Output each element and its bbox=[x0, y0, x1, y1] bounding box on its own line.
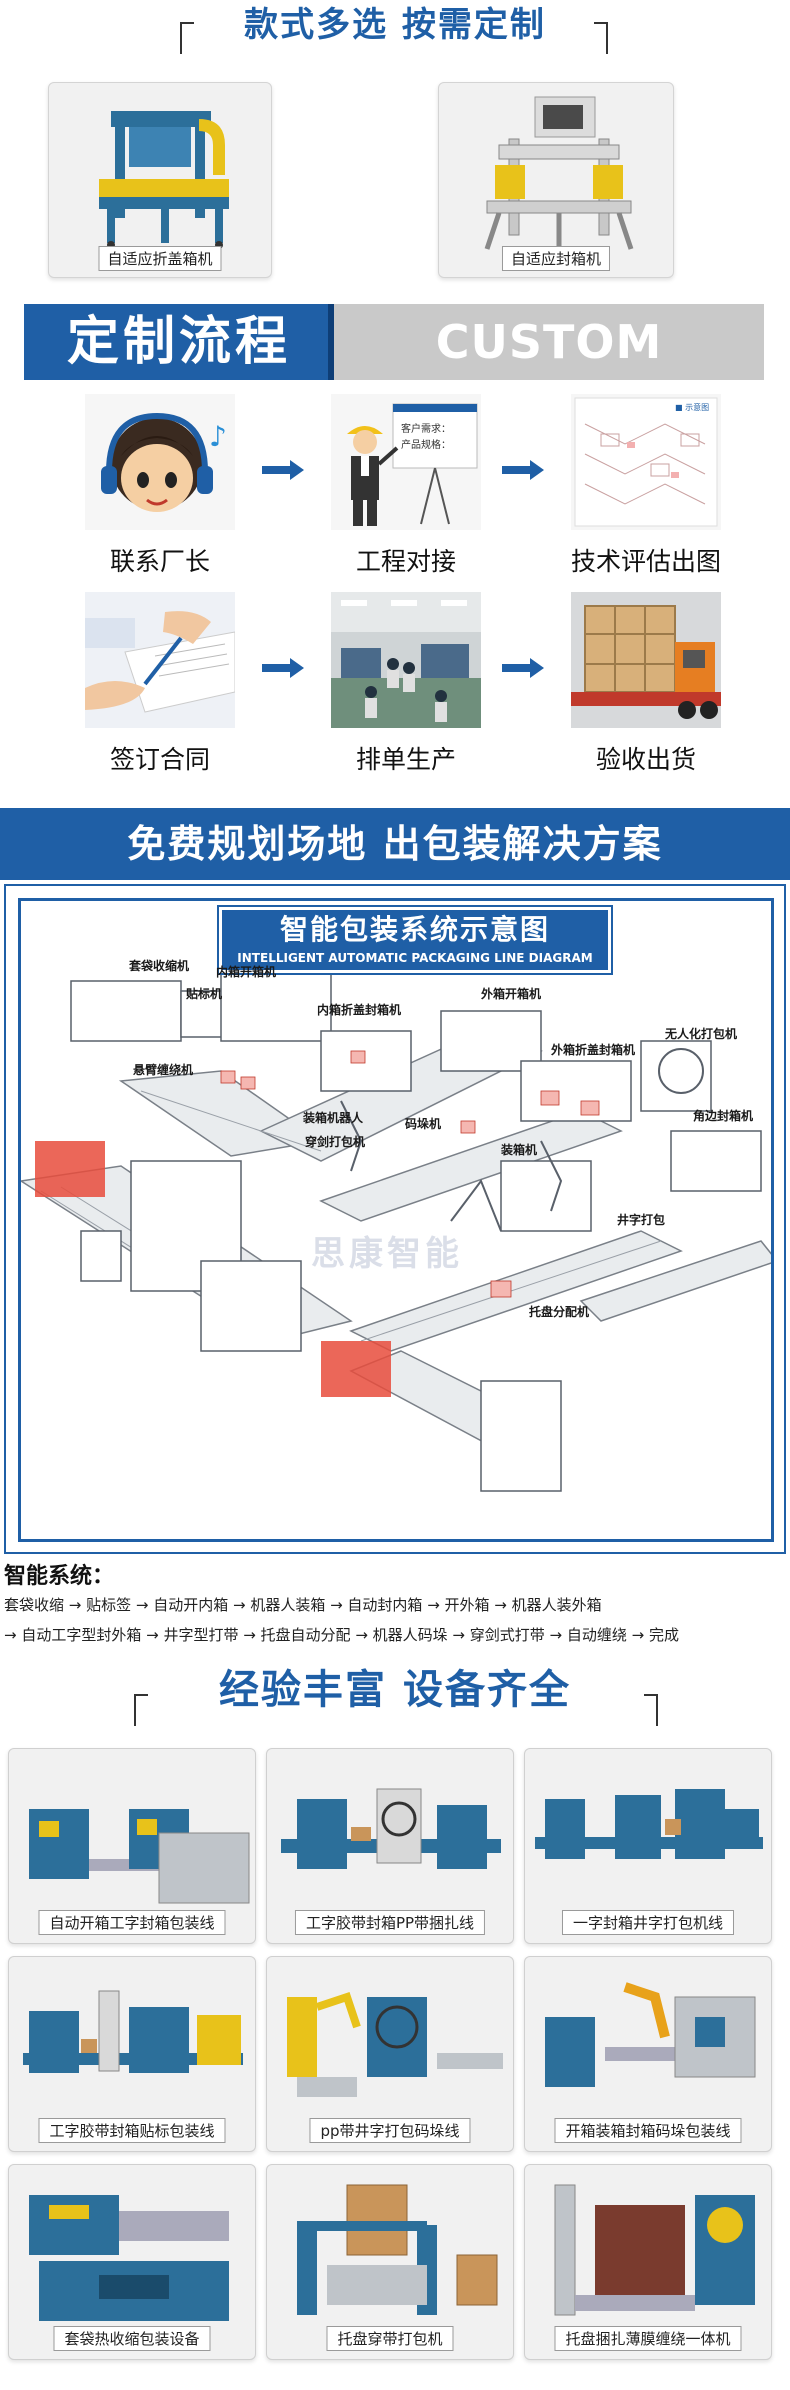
process-step-evaluation: ■ 示意图 技术评估出图 bbox=[556, 394, 736, 578]
process-step-contract: 签订合同 bbox=[70, 592, 250, 776]
label-inner-fold-seal: 内箱折盖封箱机 bbox=[317, 1003, 402, 1017]
section-title: 经验丰富 设备齐全 bbox=[219, 1667, 571, 1713]
equipment-caption: 自动开箱工字封箱包装线 bbox=[38, 1910, 226, 1935]
banner-divider bbox=[328, 304, 334, 380]
shipping-crate-icon bbox=[571, 592, 721, 728]
system-title: 智能系统： bbox=[4, 1564, 115, 1589]
custom-process-title-cn-text: 定制流程 bbox=[66, 312, 291, 372]
label-unmanned-wrap: 无人化打包机 bbox=[665, 1027, 738, 1041]
label-pallet-dispenser: 托盘分配机 bbox=[529, 1305, 590, 1319]
engineer-presentation-icon: 客户需求： 产品规格： bbox=[331, 394, 481, 530]
equipment-card-1[interactable]: 自动开箱工字封箱包装线 bbox=[8, 1748, 256, 1944]
technical-drawing-icon: ■ 示意图 bbox=[571, 394, 721, 530]
label-inner-open: 内箱开箱机 bbox=[216, 965, 277, 979]
board-line-1: 客户需求： bbox=[401, 422, 451, 435]
equipment-image bbox=[535, 1789, 763, 1859]
headset-avatar-icon: ♪ bbox=[85, 394, 235, 530]
process-step-production: 排单生产 bbox=[316, 592, 496, 776]
label-robot-packer: 装箱机器人 bbox=[303, 1111, 364, 1125]
label-thread-strapper: 穿剑打包机 bbox=[305, 1135, 366, 1149]
arrow-right-icon bbox=[502, 658, 544, 678]
diagram-title-cn: 智能包装系统示意图 bbox=[279, 913, 550, 946]
equipment-caption: 一字封箱井字打包机线 bbox=[561, 1910, 735, 1935]
label-palletizer: 码垛机 bbox=[405, 1117, 442, 1131]
equipment-image bbox=[297, 2184, 498, 2315]
process-step-shipping: 验收出货 bbox=[556, 592, 736, 776]
section-title: 款式多选 按需定制 bbox=[244, 5, 546, 45]
arrow-right-icon bbox=[502, 460, 544, 480]
equipment-card-9[interactable]: 托盘捆扎薄膜缠绕一体机 bbox=[524, 2164, 772, 2360]
label-labeler: 贴标机 bbox=[186, 987, 223, 1001]
diagram-title-en: INTELLIGENT AUTOMATIC PACKAGING LINE DIA… bbox=[237, 951, 593, 965]
product-card-folding-machine[interactable]: 自适应折盖箱机 bbox=[48, 82, 272, 278]
custom-process-title-cn: 定制流程 bbox=[24, 304, 334, 380]
equipment-image bbox=[23, 1990, 243, 2073]
equipment-caption: 托盘捆扎薄膜缠绕一体机 bbox=[554, 2326, 742, 2351]
equipment-caption: 套袋热收缩包装设备 bbox=[53, 2326, 211, 2351]
custom-process-banner: 定制流程 CUSTOM PROCESS bbox=[24, 304, 764, 445]
process-step-contact: ♪ 联系厂长 bbox=[70, 394, 250, 578]
label-bag-shrink: 套袋收缩机 bbox=[129, 959, 190, 973]
custom-process-title-en: CUSTOM PROCESS bbox=[334, 304, 764, 445]
packaging-line-diagram: 智能包装系统示意图 INTELLIGENT AUTOMATIC PACKAGIN… bbox=[4, 884, 786, 1554]
svg-text:■ 示意图: ■ 示意图 bbox=[675, 402, 709, 412]
bracket-left bbox=[180, 22, 194, 54]
arrow-right-icon bbox=[262, 658, 304, 678]
equipment-image bbox=[554, 2184, 755, 2316]
equipment-image bbox=[29, 1809, 250, 1904]
system-flow-line-1: 套袋收缩 → 贴标签 → 自动开内箱 → 机器人装箱 → 自动封内箱 → 开外箱… bbox=[4, 1596, 602, 1614]
equipment-card-2[interactable]: 工字胶带封箱PP带捆扎线 bbox=[266, 1748, 514, 1944]
sealing-machine-image bbox=[484, 96, 634, 250]
factory-floor-icon bbox=[331, 592, 481, 728]
label-cantilever-wrap: 悬臂缠绕机 bbox=[133, 1063, 194, 1077]
step-label: 技术评估出图 bbox=[570, 547, 721, 576]
diagram-canvas: 智能包装系统示意图 INTELLIGENT AUTOMATIC PACKAGIN… bbox=[18, 898, 774, 1542]
label-packer: 装箱机 bbox=[501, 1143, 538, 1157]
step-label: 签订合同 bbox=[109, 745, 210, 774]
board-line-2: 产品规格： bbox=[401, 438, 451, 451]
step-label: 联系厂长 bbox=[109, 547, 210, 576]
packaging-line-illustration bbox=[21, 970, 771, 1492]
label-side-sealer: 角边封箱机 bbox=[693, 1109, 754, 1123]
product-caption: 自适应折盖箱机 bbox=[98, 246, 222, 271]
equipment-image bbox=[281, 1788, 501, 1869]
section-heading-experience: 经验丰富 设备齐全 bbox=[0, 1664, 790, 1726]
section-heading-styles: 款式多选 按需定制 bbox=[0, 4, 790, 64]
equipment-image bbox=[29, 2195, 229, 2321]
bracket-left bbox=[134, 1694, 148, 1726]
svg-text:♪: ♪ bbox=[209, 420, 227, 453]
arrow-right-icon bbox=[262, 460, 304, 480]
process-step-engineering: 客户需求： 产品规格： 工程对接 bbox=[316, 394, 496, 578]
diagram-title: 智能包装系统示意图 INTELLIGENT AUTOMATIC PACKAGIN… bbox=[217, 905, 613, 975]
equipment-caption: 托盘穿带打包机 bbox=[326, 2326, 454, 2351]
planning-banner: 免费规划场地 出包装解决方案 bbox=[0, 808, 790, 880]
step-label: 工程对接 bbox=[355, 547, 456, 576]
equipment-card-4[interactable]: 工字胶带封箱贴标包装线 bbox=[8, 1956, 256, 2152]
product-card-sealing-machine[interactable]: 自适应封箱机 bbox=[438, 82, 674, 278]
equipment-image bbox=[545, 1982, 756, 2087]
equipment-caption: 开箱装箱封箱码垛包装线 bbox=[554, 2118, 742, 2143]
equipment-caption: pp带井字打包码垛线 bbox=[309, 2118, 471, 2143]
equipment-caption: 工字胶带封箱PP带捆扎线 bbox=[294, 1910, 486, 1935]
equipment-caption: 工字胶带封箱贴标包装线 bbox=[38, 2118, 226, 2143]
bracket-right bbox=[594, 22, 608, 54]
step-label: 验收出货 bbox=[595, 745, 696, 774]
equipment-image bbox=[287, 1991, 503, 2097]
label-outer-fold-seal: 外箱折盖封箱机 bbox=[551, 1043, 636, 1057]
equipment-card-7[interactable]: 套袋热收缩包装设备 bbox=[8, 2164, 256, 2360]
watermark: 思康智能 bbox=[311, 1234, 463, 1274]
folding-machine-image bbox=[99, 111, 229, 249]
label-cross-strapper: 井字打包 bbox=[617, 1213, 666, 1227]
contract-signing-icon bbox=[85, 592, 236, 728]
equipment-card-5[interactable]: pp带井字打包码垛线 bbox=[266, 1956, 514, 2152]
bracket-right bbox=[644, 1694, 658, 1726]
equipment-card-8[interactable]: 托盘穿带打包机 bbox=[266, 2164, 514, 2360]
product-caption: 自适应封箱机 bbox=[501, 246, 611, 271]
step-label: 排单生产 bbox=[355, 745, 456, 774]
equipment-card-3[interactable]: 一字封箱井字打包机线 bbox=[524, 1748, 772, 1944]
label-outer-open: 外箱开箱机 bbox=[481, 987, 542, 1001]
equipment-card-6[interactable]: 开箱装箱封箱码垛包装线 bbox=[524, 1956, 772, 2152]
system-flow-line-2: → 自动工字型封外箱 → 井字型打带 → 托盘自动分配 → 机器人码垛 → 穿剑… bbox=[4, 1626, 679, 1644]
